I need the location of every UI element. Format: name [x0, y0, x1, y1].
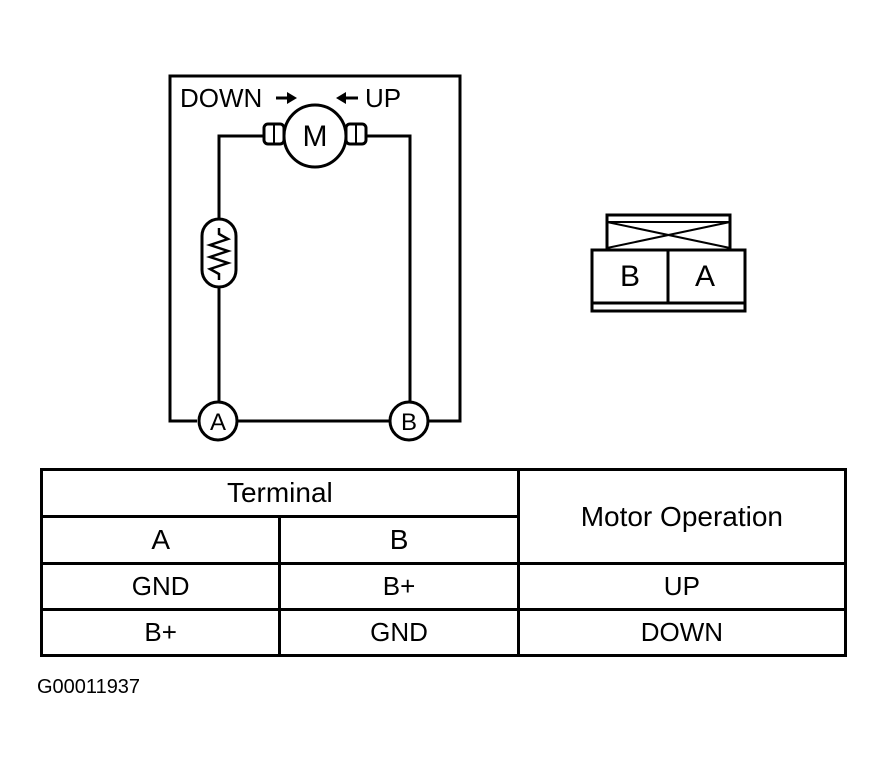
- terminal-b-icon: [388, 400, 430, 442]
- terminal-a-icon: [197, 400, 239, 442]
- resistor-zigzag-icon: [206, 228, 232, 280]
- left-wire: [217, 134, 265, 402]
- terminal-operation-table: Terminal Motor Operation A B GND B+ UP B…: [39, 468, 848, 657]
- terminal-b-label: B: [401, 409, 417, 436]
- motor-housing-outline: [168, 74, 462, 423]
- motor-label: M: [303, 120, 328, 153]
- figure-id: G00011937: [37, 676, 141, 698]
- table-row: GND B+ UP: [39, 562, 848, 611]
- motor-icon: [282, 103, 348, 169]
- motor-operation-header: Motor Operation: [516, 468, 848, 565]
- cell-operation: UP: [516, 562, 848, 611]
- column-b-header: B: [278, 515, 520, 565]
- connector-pin-a-label: A: [695, 260, 715, 293]
- arrow-left-icon: [336, 92, 358, 104]
- terminal-header: Terminal: [40, 468, 520, 518]
- terminal-a-label: A: [210, 409, 226, 436]
- column-a-header: A: [39, 515, 282, 565]
- cell-terminal-a: B+: [39, 608, 282, 657]
- arrow-right-icon: [276, 92, 297, 104]
- cell-terminal-b: B+: [278, 562, 520, 611]
- connector-face-view: [590, 213, 747, 313]
- right-wire: [365, 134, 412, 402]
- cell-terminal-a: GND: [39, 562, 282, 611]
- wiring-schematic: M DOWN UP A B B A: [168, 74, 747, 442]
- cell-terminal-b: GND: [278, 608, 520, 657]
- down-label: DOWN: [180, 83, 262, 113]
- connector-pin-b-label: B: [620, 260, 640, 293]
- cell-operation: DOWN: [516, 608, 848, 657]
- table-row: B+ GND DOWN: [39, 608, 848, 657]
- up-label: UP: [365, 83, 401, 113]
